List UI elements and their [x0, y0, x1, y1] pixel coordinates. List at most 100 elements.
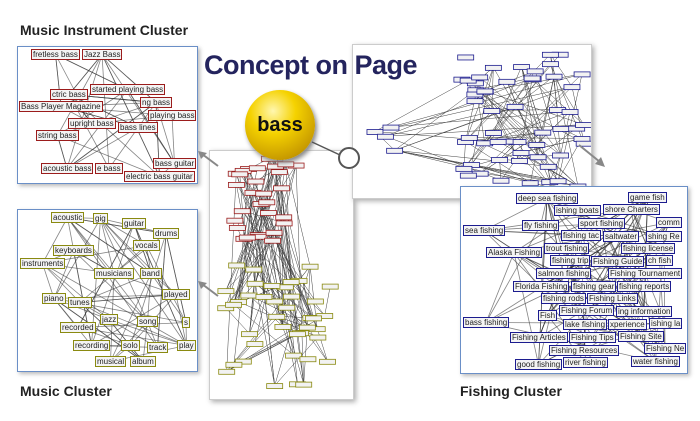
graph-node-label[interactable]: trout fishing: [544, 243, 590, 254]
graph-node: [240, 292, 258, 299]
graph-edge: [233, 268, 254, 305]
graph-node-label[interactable]: s: [182, 317, 190, 328]
graph-node-label[interactable]: band: [140, 268, 162, 279]
graph-edge: [146, 245, 187, 323]
graph-edge: [226, 173, 237, 372]
graph-node-label[interactable]: album: [130, 356, 156, 367]
graph-node-label[interactable]: started playing bass: [90, 84, 166, 95]
graph-node: [225, 301, 242, 308]
graph-edge: [66, 102, 157, 169]
graph-edge: [249, 296, 265, 334]
graph-node-label[interactable]: acoustic bass: [41, 163, 94, 174]
graph-node-label[interactable]: water fishing: [631, 356, 680, 367]
graph-node-label[interactable]: Fishing Guide: [591, 256, 645, 267]
graph-edge: [285, 163, 311, 267]
graph-edge: [157, 233, 167, 348]
graph-node-label[interactable]: ng bass: [140, 97, 173, 108]
graph-node-label[interactable]: Fishing Tips: [569, 332, 616, 343]
graph-node-label[interactable]: lake fishing: [563, 319, 608, 330]
graph-node-label[interactable]: tunes: [68, 297, 92, 308]
graph-node-label[interactable]: Alaska Fishing: [486, 247, 543, 258]
graph-node-label[interactable]: recorded: [60, 322, 96, 333]
graph-node-label[interactable]: fishing gear: [571, 281, 617, 292]
graph-node-label[interactable]: Fish: [538, 310, 558, 321]
graph-node-label[interactable]: string bass: [36, 130, 79, 141]
graph-node-label[interactable]: Fishing Links: [587, 293, 638, 304]
graph-edge: [66, 127, 139, 169]
graph-node-label[interactable]: acoustic: [51, 212, 85, 223]
graph-node-label[interactable]: gig: [93, 213, 108, 224]
graph-node-label[interactable]: sport fishing: [578, 218, 626, 229]
graph-node: [263, 282, 281, 289]
graph-node-label[interactable]: recording: [73, 340, 111, 351]
graph-node-label[interactable]: piano: [42, 293, 66, 304]
graph-node-label[interactable]: Jazz Bass: [82, 49, 123, 60]
graph-node-label[interactable]: river fishing: [563, 357, 608, 368]
graph-node-label[interactable]: Bass Player Magazine: [19, 101, 103, 112]
graph-node-label[interactable]: fishing license: [621, 243, 676, 254]
graph-node-label[interactable]: played: [162, 289, 190, 300]
graph-node-label[interactable]: play: [177, 340, 196, 351]
graph-node-label[interactable]: good fishing: [515, 359, 563, 370]
graph-node-label[interactable]: electric bass guitar: [124, 171, 195, 182]
graph-node-label[interactable]: shing Re: [646, 231, 682, 242]
graph-node-label[interactable]: ishing boats: [554, 205, 601, 216]
graph-node-label[interactable]: upright bass: [68, 118, 116, 129]
graph-node: [386, 147, 404, 154]
graph-node-label[interactable]: Florida Fishing: [513, 281, 570, 292]
graph-node-label[interactable]: fishing reports: [617, 281, 672, 292]
graph-node-label[interactable]: ishing la: [649, 318, 683, 329]
graph-node-label[interactable]: track: [147, 342, 169, 353]
graph-node-label[interactable]: musicians: [94, 268, 134, 279]
graph-node-label[interactable]: game fish: [628, 192, 667, 203]
graph-node-label[interactable]: ing information: [616, 306, 673, 317]
graph-node-label[interactable]: ctric bass: [50, 89, 88, 100]
graph-edge: [550, 54, 573, 87]
graph-node-label[interactable]: fishing trip: [550, 255, 591, 266]
graph-node-label[interactable]: shore Charters: [603, 204, 660, 215]
graph-node-label[interactable]: solo: [121, 340, 140, 351]
graph-node: [246, 280, 264, 287]
graph-node-label[interactable]: saltwater: [603, 231, 640, 242]
graph-node-label[interactable]: Fishing Site: [618, 331, 664, 342]
graph-node-label[interactable]: salmon fishing: [536, 268, 592, 279]
graph-node-label[interactable]: e bass: [95, 163, 123, 174]
graph-node-label[interactable]: comm: [656, 217, 682, 228]
graph-node-label[interactable]: fretless bass: [31, 49, 80, 60]
graph-node: [539, 163, 557, 170]
graph-edge: [225, 163, 287, 291]
graph-node-label[interactable]: sea fishing: [463, 225, 506, 236]
graph-node-label[interactable]: fishing tac: [561, 230, 602, 241]
graph-node-label[interactable]: Fishing Ne: [644, 343, 687, 354]
graph-node-label[interactable]: Fishing Resources: [549, 345, 620, 356]
graph-node-label[interactable]: playing bass: [148, 110, 197, 121]
graph-node-label[interactable]: keyboards: [53, 245, 94, 256]
graph-node: [542, 61, 559, 68]
graph-node-label[interactable]: musical: [95, 356, 127, 367]
graph-node: [466, 98, 484, 105]
graph-edge: [274, 158, 312, 318]
concept-bubble[interactable]: bass: [245, 90, 315, 160]
graph-node-label[interactable]: bass guitar: [153, 158, 197, 169]
graph-node-label[interactable]: instruments: [20, 258, 66, 269]
graph-node-label[interactable]: fly fishing: [522, 220, 560, 231]
graph-node-label[interactable]: Fishing Forum: [559, 305, 615, 316]
graph-node: [217, 288, 235, 295]
graph-edge: [281, 187, 284, 217]
graph-node-label[interactable]: xperience: [608, 319, 647, 330]
graph-node-label[interactable]: ch fish: [646, 255, 674, 266]
graph-node-label[interactable]: song: [137, 316, 159, 327]
graph-node-label[interactable]: vocals: [133, 240, 160, 251]
graph-edge: [77, 322, 187, 328]
graph-node-label[interactable]: fishing rods: [541, 293, 586, 304]
graph-node-label[interactable]: jazz: [100, 314, 119, 325]
graph-node-label[interactable]: bass fishing: [463, 317, 510, 328]
graph-node-label[interactable]: drums: [153, 228, 180, 239]
graph-node-label[interactable]: bass lines: [118, 122, 158, 133]
graph-node-label[interactable]: deep sea fishing: [516, 193, 579, 204]
graph-node-label[interactable]: Fishing Articles: [510, 332, 568, 343]
graph-node: [549, 178, 567, 185]
graph-node-label[interactable]: Fishing Tournament: [608, 268, 683, 279]
graph-node: [277, 161, 295, 168]
graph-node-label[interactable]: guitar: [122, 218, 147, 229]
